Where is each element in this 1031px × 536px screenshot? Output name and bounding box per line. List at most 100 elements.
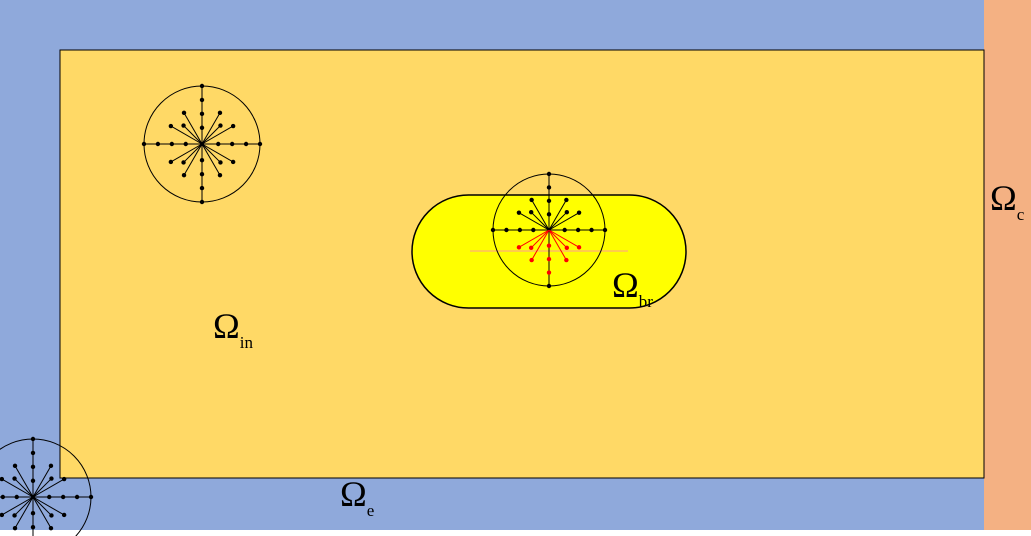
stencil-spoke [14, 496, 34, 529]
stencil-node [199, 199, 205, 205]
stencil-node [61, 476, 67, 482]
stencil-node [230, 159, 236, 165]
stencil-node [49, 476, 54, 481]
stencil-spoke [32, 465, 52, 498]
stencil-node [589, 227, 594, 233]
stencil-node [0, 512, 5, 518]
stencil-node [199, 158, 205, 163]
stencil-node [217, 172, 223, 178]
stencil-node [181, 160, 186, 165]
stencil-corner-icon [0, 436, 94, 536]
stencil-node [199, 97, 205, 103]
stencil-node [546, 283, 552, 289]
stencil-node [504, 227, 509, 233]
stencil-spoke [32, 496, 65, 516]
stencil-node [218, 123, 223, 128]
stencil-node [199, 125, 205, 130]
stencil-spoke [1, 478, 34, 498]
stencil-node [199, 111, 205, 117]
stencil-spoke [170, 143, 203, 163]
stencil-spoke [32, 478, 65, 498]
stencil-node [47, 494, 52, 500]
stencil-spoke [201, 125, 221, 145]
stencil-spoke [201, 125, 234, 145]
stencil-node [528, 209, 534, 215]
stencil-node [49, 513, 54, 518]
stencil-spoke [531, 229, 550, 261]
stencil-node [602, 227, 608, 233]
stencil-node [576, 245, 582, 250]
stencil-node [516, 245, 522, 250]
stencil-spoke [518, 212, 550, 231]
stencil-node [183, 141, 188, 147]
stencil-node [12, 463, 18, 469]
stencil-node [12, 525, 18, 531]
stencil-spoke [183, 112, 203, 145]
stencil-spoke [183, 143, 203, 163]
stencil-node [490, 227, 496, 233]
stencil-node [243, 141, 249, 147]
stencil-center-icon [490, 171, 608, 289]
stencil-spoke [518, 229, 550, 248]
stencil-node [14, 494, 19, 500]
stencil-node [181, 123, 186, 128]
label-omega-e: Ωe [340, 474, 374, 520]
stencil-node [74, 494, 80, 500]
stencil-node [168, 159, 174, 165]
boundary-region-c [984, 0, 1031, 530]
stencil-spoke [548, 211, 568, 231]
stencil-node [529, 257, 534, 263]
stencil-spoke [201, 143, 221, 163]
label-omega-br: Ωbr [612, 265, 653, 311]
stencil-node [181, 172, 187, 178]
stencil-spoke [183, 143, 203, 176]
stencil-node [218, 160, 223, 165]
stencil-node [564, 197, 569, 203]
stencil-spoke [548, 229, 567, 261]
stencil-spoke [170, 125, 203, 145]
stencil-spoke [548, 199, 567, 231]
stencil-spoke [14, 478, 34, 498]
stencil-spoke [201, 143, 221, 176]
stencil-spoke [548, 212, 580, 231]
stencil-node [564, 245, 570, 251]
stencil-node [30, 450, 36, 456]
stencil-spoke [201, 112, 221, 145]
stencil-spoke [531, 199, 550, 231]
stencil-top-left-icon [141, 83, 263, 205]
stencil-node [546, 270, 552, 275]
stencil-node [546, 198, 552, 204]
stencil-node [546, 243, 552, 248]
stencil-node [528, 245, 534, 251]
stencil-node [48, 463, 54, 469]
stencil-spoke [1, 496, 34, 516]
stencil-spoke [14, 465, 34, 498]
label-omega-in: Ωin [213, 306, 253, 352]
stencil-node [199, 83, 205, 89]
stencil-node [257, 141, 263, 147]
stencil-node [562, 227, 567, 233]
stencil-node [216, 141, 221, 147]
stencil-node [61, 512, 67, 518]
stencil-node [531, 227, 536, 233]
stencil-spoke [32, 478, 52, 498]
stencil-node [30, 511, 36, 516]
stencil-spoke [548, 229, 580, 248]
stencil-node [169, 141, 175, 147]
stencil-node [48, 525, 54, 531]
stencil-node [12, 476, 17, 481]
stencil-node [546, 212, 552, 217]
stencil-node [546, 256, 552, 262]
stencil-spoke [530, 229, 550, 249]
stencil-node [564, 209, 570, 215]
stencil-node [576, 210, 582, 215]
stencil-node [217, 110, 223, 116]
stencil-node [575, 227, 581, 233]
stencil-spoke [183, 125, 203, 145]
stencil-node [0, 494, 6, 500]
stencil-node [168, 123, 174, 129]
stencil-spoke [548, 229, 568, 249]
stencil-node [230, 123, 236, 129]
stencil-spoke [32, 496, 52, 529]
stencil-node [12, 513, 17, 518]
